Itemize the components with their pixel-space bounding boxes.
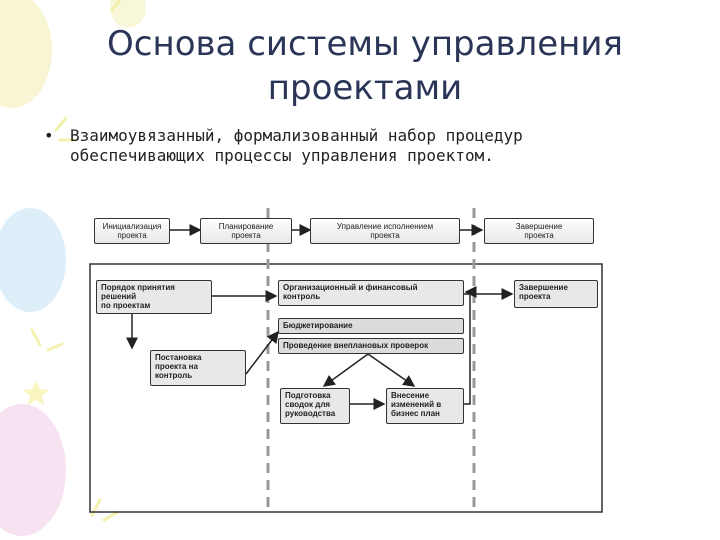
slide-title: Основа системы управления проектами: [40, 22, 690, 110]
star-decoration: [23, 380, 49, 405]
phase-label: Управление исполнением: [336, 222, 434, 231]
balloon-decoration: [0, 404, 66, 536]
process-label: сводок для: [285, 400, 331, 409]
process-label: Проведение внеплановых проверок: [283, 341, 429, 350]
diagram-frame: [89, 263, 603, 513]
process-label: решений: [101, 292, 137, 301]
flow-arrow: [367, 353, 416, 387]
phase-label: Планирование: [218, 222, 274, 231]
bullet-line: обеспечивающих процессы управления проек…: [70, 146, 494, 165]
phase-execution-management: Управление исполнением проекта: [310, 218, 460, 244]
process-label: Постановка: [155, 353, 202, 362]
project-closure-box: Завершение проекта: [514, 280, 598, 308]
process-label: контроль: [155, 371, 193, 380]
decision-order-box: Порядок принятия решений по проектам: [96, 280, 212, 314]
bullet-marker: •: [44, 126, 54, 145]
phase-label: проекта: [524, 231, 554, 240]
process-label: бизнес план: [391, 409, 440, 418]
diagram-connectors: [89, 208, 603, 513]
process-label: Подготовка: [285, 391, 331, 400]
plan-changes-box: Внесение изменений в бизнес план: [386, 388, 464, 424]
phase-initialization: Инициализация проекта: [94, 218, 170, 244]
process-diagram: Инициализация проекта Планирование проек…: [88, 208, 608, 518]
process-label: контроль: [283, 292, 321, 301]
title-line: проектами: [267, 68, 463, 108]
management-reports-box: Подготовка сводок для руководства: [280, 388, 350, 424]
budgeting-box: Бюджетирование: [278, 318, 464, 334]
balloon-decoration: [0, 208, 66, 312]
flow-arrow: [464, 286, 477, 405]
process-label: Организационный и финансовый: [283, 283, 418, 292]
phase-label: проекта: [370, 231, 400, 240]
bullet-line: Взаимоувязанный, формализованный набор п…: [70, 126, 523, 145]
process-label: проекта на: [155, 362, 198, 371]
process-label: по проектам: [101, 301, 151, 310]
unscheduled-checks-box: Проведение внеплановых проверок: [278, 338, 464, 354]
process-label: Порядок принятия: [101, 283, 175, 292]
control-setup-box: Постановка проекта на контроль: [150, 350, 246, 386]
phase-label: проекта: [117, 231, 147, 240]
bullet-text: Взаимоувязанный, формализованный набор п…: [70, 126, 670, 166]
phase-label: проекта: [231, 231, 261, 240]
process-label: Завершение: [519, 283, 568, 292]
phase-planning: Планирование проекта: [200, 218, 292, 244]
flow-arrow: [245, 330, 279, 375]
title-line: Основа системы управления: [107, 24, 623, 64]
phase-label: Инициализация: [102, 222, 162, 231]
flow-arrow: [322, 353, 369, 387]
phase-completion: Завершение проекта: [484, 218, 594, 244]
process-label: изменений в: [391, 400, 442, 409]
process-label: Бюджетирование: [283, 321, 353, 330]
phase-label: Завершение: [515, 222, 563, 231]
process-label: руководства: [285, 409, 336, 418]
process-label: проекта: [519, 292, 551, 301]
process-label: Внесение: [391, 391, 430, 400]
org-fin-control-box: Организационный и финансовый контроль: [278, 280, 464, 306]
